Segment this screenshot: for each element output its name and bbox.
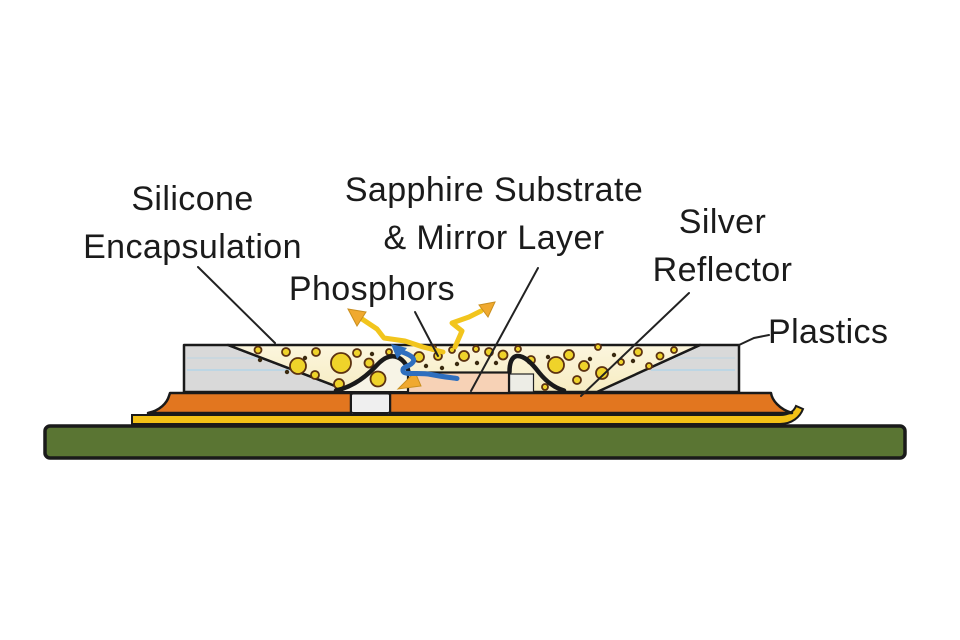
gold-solder-layer [131,404,805,425]
silver-reflector-layer [146,391,794,415]
leader-silicone [197,266,276,344]
isolation-gap [350,392,391,414]
leader-lines [197,266,770,397]
yellow-light-arrow-right [449,301,496,350]
yellow-light-arrow-left [347,308,446,355]
coating-curve-right [507,353,567,393]
plastics-stripes [187,357,735,371]
leader-plastics [738,334,770,346]
blue-light-arrow [391,344,460,381]
label-silver-reflector: Silver Reflector [652,203,793,289]
blue-arrowhead [391,344,407,359]
label-silicone-encapsulation: Silicone Encapsulation [83,180,302,266]
silver-reflector-right-pad [388,391,794,415]
label-plastics: Plastics [768,313,889,351]
label-sapphire-substrate-mirror: Sapphire Substrate & Mirror Layer [344,171,644,257]
leader-sapphire [470,267,539,392]
leader-phosphors [414,311,439,357]
yellow-arrowhead-left [347,308,367,327]
pedestal-right [508,373,535,393]
leader-silver [580,292,690,397]
pcb-board [43,424,907,460]
label-phosphors: Phosphors [288,270,456,308]
coating-curve-left [333,354,411,393]
silver-reflector-left-pad [146,391,353,415]
coating-curves [333,353,567,393]
yellow-arrowhead-right [478,301,496,318]
phosphor-dots-small-dark [257,351,636,375]
orange-arrowhead-downleft [396,371,422,390]
